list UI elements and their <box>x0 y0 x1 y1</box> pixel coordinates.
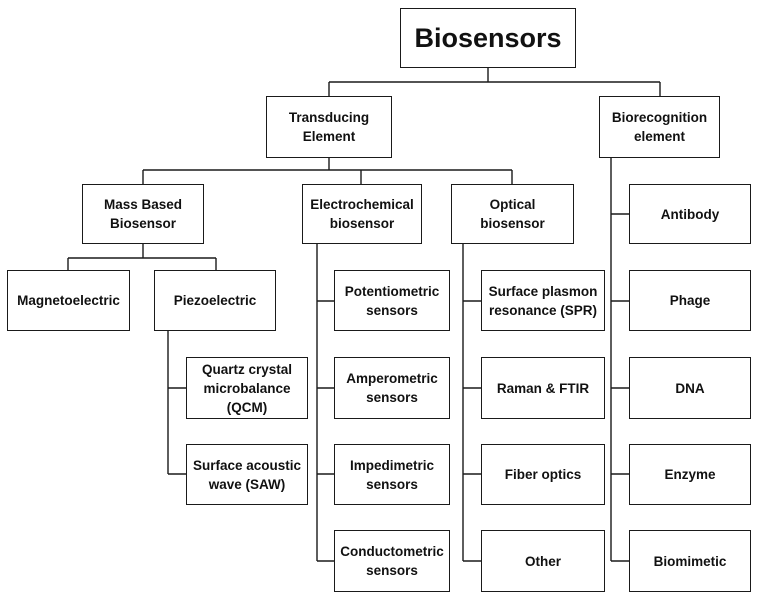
node-amperometric-sensors: Amperometric sensors <box>334 357 450 419</box>
node-electrochemical-biosensor-label: Electrochemical biosensor <box>310 197 414 231</box>
node-potentiometric-sensors-label: Potentiometric sensors <box>344 283 440 318</box>
node-quartz-crystal-microbalance: Quartz crystal microbalance (QCM) <box>186 357 308 419</box>
node-antibody-label: Antibody <box>660 206 720 222</box>
node-amperometric-sensors-label: Amperometric sensors <box>346 371 438 405</box>
node-enzyme-label: Enzyme <box>664 467 716 482</box>
node-mass-based-biosensor: Mass Based Biosensor <box>82 184 204 244</box>
node-fiber-optics-label: Fiber optics <box>504 467 582 482</box>
node-piezoelectric: Piezoelectric <box>154 270 276 331</box>
node-mass-based-biosensor-label: Mass Based Biosensor <box>103 197 183 231</box>
node-potentiometric-sensors: Potentiometric sensors <box>334 270 450 331</box>
node-phage: Phage <box>629 270 751 331</box>
node-raman-ftir: Raman & FTIR <box>481 357 605 419</box>
node-surface-acoustic-wave-label: Surface acoustic wave (SAW) <box>192 457 302 492</box>
node-impedimetric-sensors: Impedimetric sensors <box>334 444 450 505</box>
node-dna-label: DNA <box>675 380 705 396</box>
node-optical-biosensor-label: Optical biosensor <box>480 197 545 231</box>
node-quartz-crystal-microbalance-label: Quartz crystal microbalance (QCM) <box>201 361 293 415</box>
node-phage-label: Phage <box>669 293 711 308</box>
node-transducing-element-label: Transducing Element <box>288 110 370 144</box>
node-biomimetic: Biomimetic <box>629 530 751 592</box>
node-surface-plasmon-resonance-label: Surface plasmon resonance (SPR) <box>488 283 598 318</box>
node-biorecognition-element: Biorecognition element <box>599 96 720 158</box>
node-magnetoelectric-label: Magnetoelectric <box>17 293 120 308</box>
node-enzyme: Enzyme <box>629 444 751 505</box>
node-magnetoelectric: Magnetoelectric <box>7 270 130 331</box>
node-other-label: Other <box>524 553 561 569</box>
node-optical-biosensor: Optical biosensor <box>451 184 574 244</box>
node-impedimetric-sensors-label: Impedimetric sensors <box>349 457 435 492</box>
node-surface-acoustic-wave: Surface acoustic wave (SAW) <box>186 444 308 505</box>
node-electrochemical-biosensor: Electrochemical biosensor <box>302 184 422 244</box>
node-dna: DNA <box>629 357 751 419</box>
node-raman-ftir-label: Raman & FTIR <box>496 380 590 396</box>
node-biomimetic-label: Biomimetic <box>653 553 727 569</box>
node-piezoelectric-label: Piezoelectric <box>173 293 257 308</box>
node-fiber-optics: Fiber optics <box>481 444 605 505</box>
node-biosensors: Biosensors <box>400 8 576 68</box>
node-transducing-element: Transducing Element <box>266 96 392 158</box>
node-other: Other <box>481 530 605 592</box>
node-conductometric-sensors-label: Conductometric sensors <box>340 544 444 578</box>
node-biorecognition-element-label: Biorecognition element <box>611 110 708 144</box>
node-surface-plasmon-resonance: Surface plasmon resonance (SPR) <box>481 270 605 331</box>
node-antibody: Antibody <box>629 184 751 244</box>
node-conductometric-sensors: Conductometric sensors <box>334 530 450 592</box>
node-biosensors-label: Biosensors <box>414 23 562 53</box>
